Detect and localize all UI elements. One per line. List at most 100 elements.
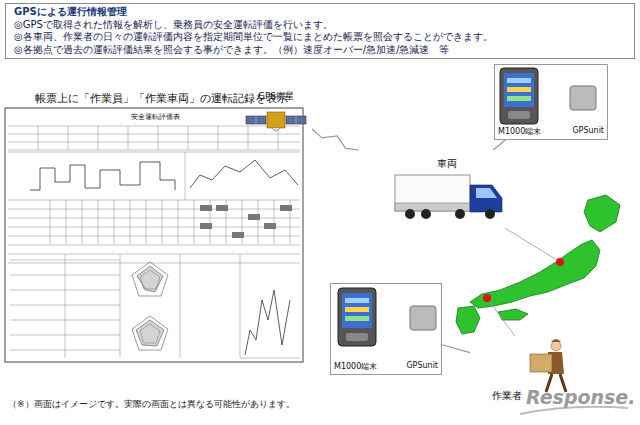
form-grid-line (8, 227, 300, 228)
trend-line (245, 290, 290, 355)
form-grid-line (8, 200, 300, 201)
gps-unit (410, 306, 436, 330)
bar-blocks (216, 205, 228, 211)
form-grid-line (162, 200, 163, 245)
form-grid-line (98, 126, 99, 150)
m1000-terminal (346, 333, 368, 341)
m1000-terminal (500, 68, 538, 124)
radar-chart (137, 266, 163, 292)
report-form (8, 126, 300, 358)
site-marker (483, 228, 564, 336)
site-marker (556, 258, 564, 266)
form-grid-line (180, 254, 181, 358)
japan-map (456, 195, 620, 334)
node-text: GPSunit (406, 361, 438, 372)
gps-satellite (246, 112, 306, 131)
signal-link (312, 129, 359, 150)
form-grid-line (8, 134, 300, 135)
gps-satellite (256, 116, 257, 124)
report-sheet: 帳票上に「作業員」「作業車両」の運転記録を表示安全運転評価表 (5, 92, 305, 362)
gps-satellite (246, 116, 266, 124)
ellipse-outline (340, 152, 553, 227)
form-grid-line (8, 126, 300, 127)
japan-map (456, 306, 480, 334)
form-grid-line (158, 126, 159, 150)
m1000-terminal (507, 96, 531, 101)
bar-blocks (248, 214, 260, 220)
node-text: ◎GPSで取得された情報を解析し、乗務員の安全運転評価を行います。 (14, 19, 626, 32)
worker (530, 354, 552, 372)
radar-chart (132, 316, 168, 350)
vehicle-ellipse: 車両 (338, 150, 555, 228)
info-panel: GPSによる運行情報管理◎GPSで取得された情報を解析し、乗務員の安全運転評価を… (5, 3, 635, 59)
form-grid-line (65, 254, 66, 358)
site-marker (483, 294, 491, 302)
bar-blocks (232, 232, 244, 238)
watermark: Response. (526, 386, 635, 408)
form-grid-line (240, 358, 300, 359)
form-grid-line (185, 152, 186, 200)
label-row: M1000端末 GPSunit (495, 126, 607, 139)
node-label: M1000端末 (498, 126, 541, 137)
truck (395, 175, 502, 219)
node-label: GPSによる運行情報管理 (14, 6, 626, 19)
bar-blocks (264, 223, 276, 229)
form-grid-line (178, 200, 179, 245)
form-grid-line (248, 126, 249, 150)
connector-line (493, 140, 505, 150)
form-grid-line (66, 200, 67, 245)
form-grid-line (130, 200, 131, 245)
form-grid-line (258, 200, 259, 245)
form-grid-line (128, 126, 129, 150)
m1000-terminal (504, 73, 534, 107)
device-box: M1000端末 GPSunit (494, 64, 608, 140)
worker (530, 339, 566, 392)
truck (395, 175, 470, 211)
form-grid-line (38, 126, 39, 150)
form-grid-line (8, 150, 300, 151)
gps-satellite (267, 112, 285, 128)
worker (551, 341, 561, 351)
gps-unit (570, 86, 596, 110)
node-text: ◎各拠点で過去の運転評価結果を照会する事ができます。（例）速度オーバー/急加速/… (14, 44, 626, 57)
label-row: M1000端末 GPSunit (331, 361, 441, 374)
node-label: GPS衛星 (258, 90, 294, 103)
node-text: GPSunit (572, 126, 604, 137)
node-label: M1000端末 (334, 361, 377, 372)
bar-blocks (200, 223, 212, 229)
truck (476, 188, 497, 198)
gps-unit (410, 86, 596, 330)
footnote: （※）画面はイメージです。実際の画面とは異なる可能性があります。 (8, 398, 295, 411)
gps-satellite (296, 116, 297, 124)
form-grid-line (8, 263, 300, 264)
device-box: M1000端末 GPSunit (330, 283, 442, 375)
truck (421, 209, 431, 219)
bar-blocks (200, 205, 212, 211)
radar-chart (132, 262, 168, 296)
form-grid-line (114, 200, 115, 245)
m1000-terminal (345, 316, 369, 321)
truck (485, 209, 495, 219)
form-grid-line (242, 200, 243, 245)
form-grid-line (82, 200, 83, 245)
japan-map (470, 240, 600, 308)
m1000-terminal (345, 298, 369, 303)
form-grid-line (218, 126, 219, 150)
form-grid-line (68, 126, 69, 150)
form-grid-line (274, 200, 275, 245)
connector-line (442, 345, 470, 353)
japan-map (584, 195, 620, 232)
form-grid-line (8, 152, 300, 153)
radar-chart (132, 262, 168, 350)
japan-map (498, 309, 528, 320)
gps-satellite (286, 116, 306, 124)
form-grid-line (8, 236, 300, 237)
site-marker (505, 228, 560, 262)
chart-line (190, 160, 298, 188)
m1000-terminal (508, 111, 530, 119)
gps-satellite (272, 128, 280, 131)
radar-chart (136, 320, 164, 346)
form-grid-line (240, 254, 241, 358)
node-label: 車両 (437, 157, 457, 171)
form-grid-line (146, 200, 147, 245)
